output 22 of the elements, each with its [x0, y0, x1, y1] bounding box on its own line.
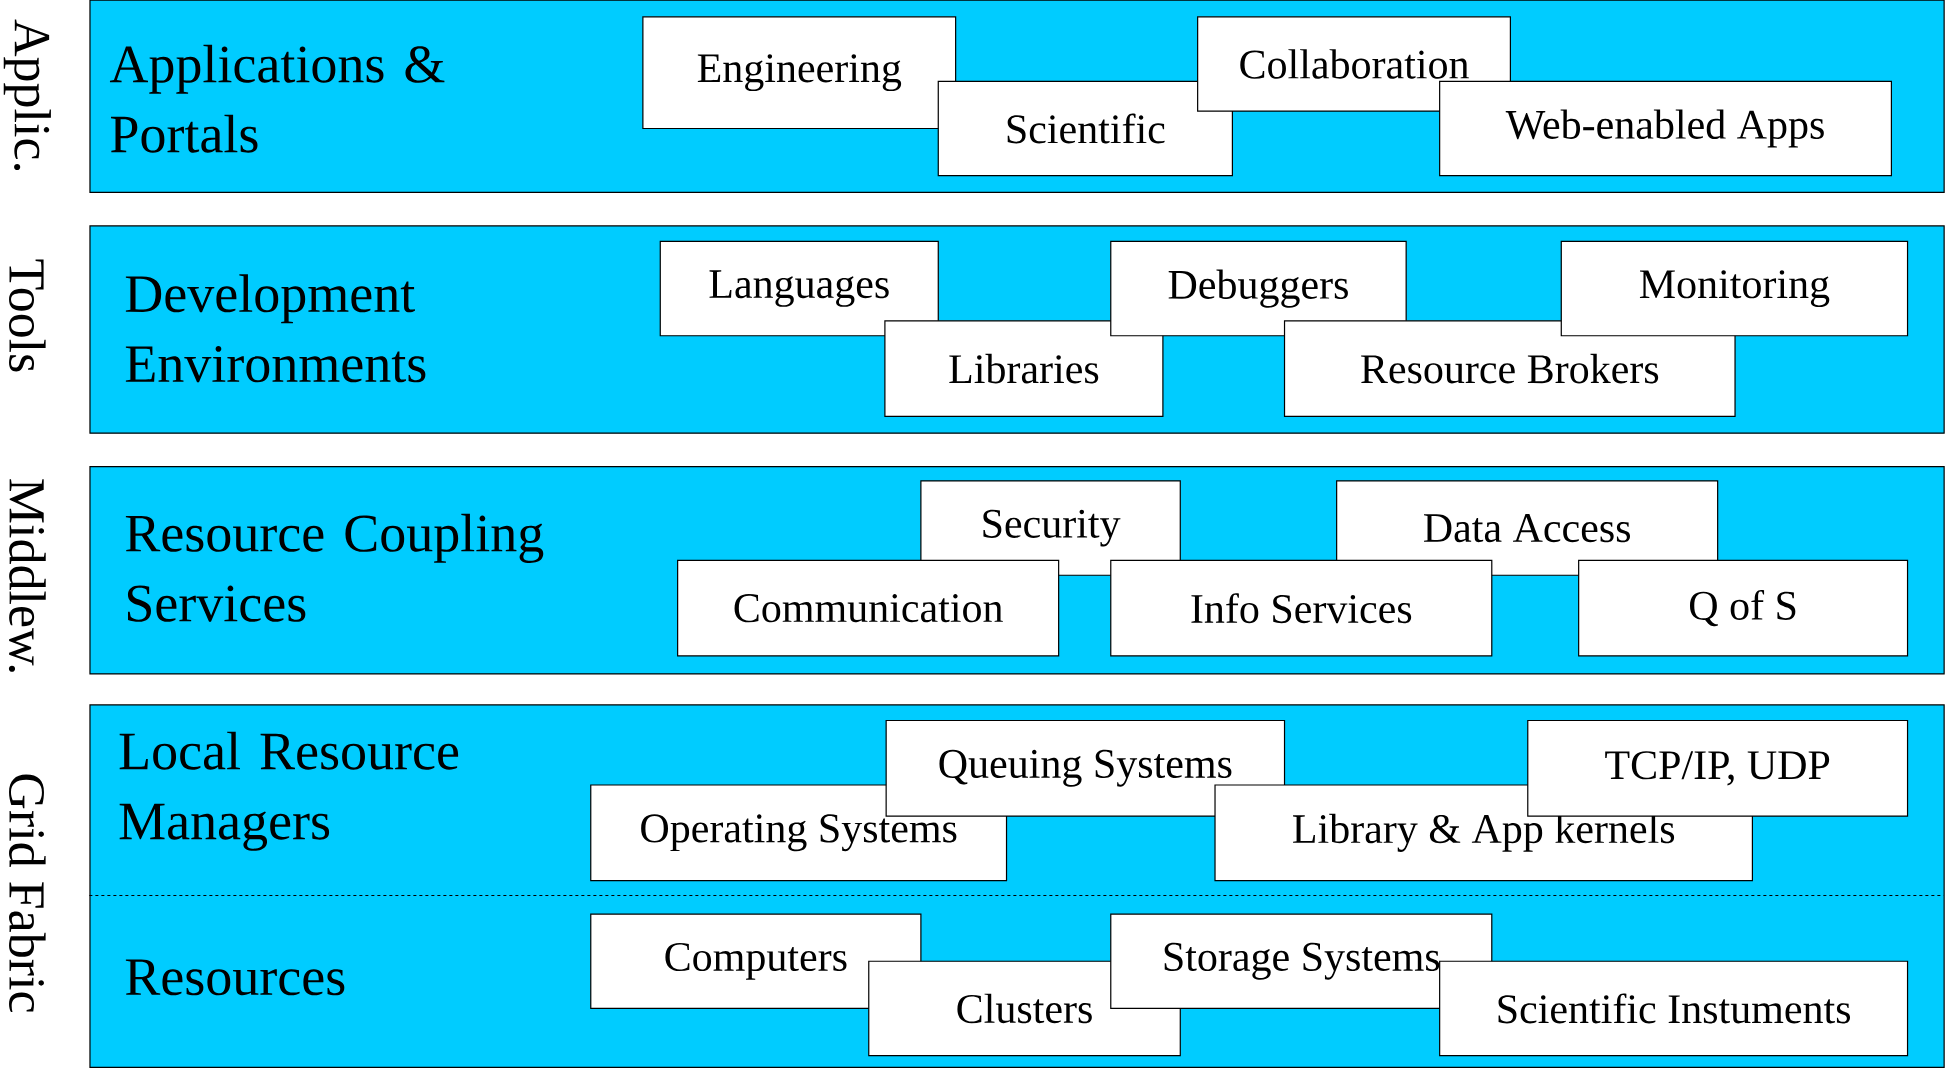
component-box: Operating Systems — [590, 784, 1008, 882]
layer-label: Grid Fabric — [9, 774, 46, 1012]
component-box: Monitoring — [1560, 240, 1909, 337]
component-box: Communication — [677, 559, 1060, 657]
layer-label: Middlew. — [8, 479, 46, 672]
component-box: Engineering — [642, 16, 957, 130]
component-box: Q of S — [1578, 559, 1909, 657]
component-box: Debuggers — [1110, 240, 1407, 337]
component-box: Scientific Instuments — [1439, 960, 1909, 1057]
component-box: Queuing Systems — [885, 719, 1286, 817]
layer-label: Applic. — [3, 19, 51, 171]
component-box: Computers — [590, 913, 922, 1009]
component-box: Web-enabled Apps — [1439, 80, 1892, 177]
component-box: TCP/IP, UDP — [1527, 719, 1909, 817]
component-box: Resource Brokers — [1283, 320, 1736, 418]
component-box: Languages — [659, 240, 939, 337]
component-box: Storage Systems — [1110, 913, 1493, 1009]
layer-label: Tools — [9, 259, 46, 372]
component-box: Scientific — [937, 80, 1233, 177]
component-box: Collaboration — [1197, 16, 1511, 112]
component-box: Info Services — [1110, 559, 1493, 657]
component-box: Libraries — [884, 320, 1164, 418]
